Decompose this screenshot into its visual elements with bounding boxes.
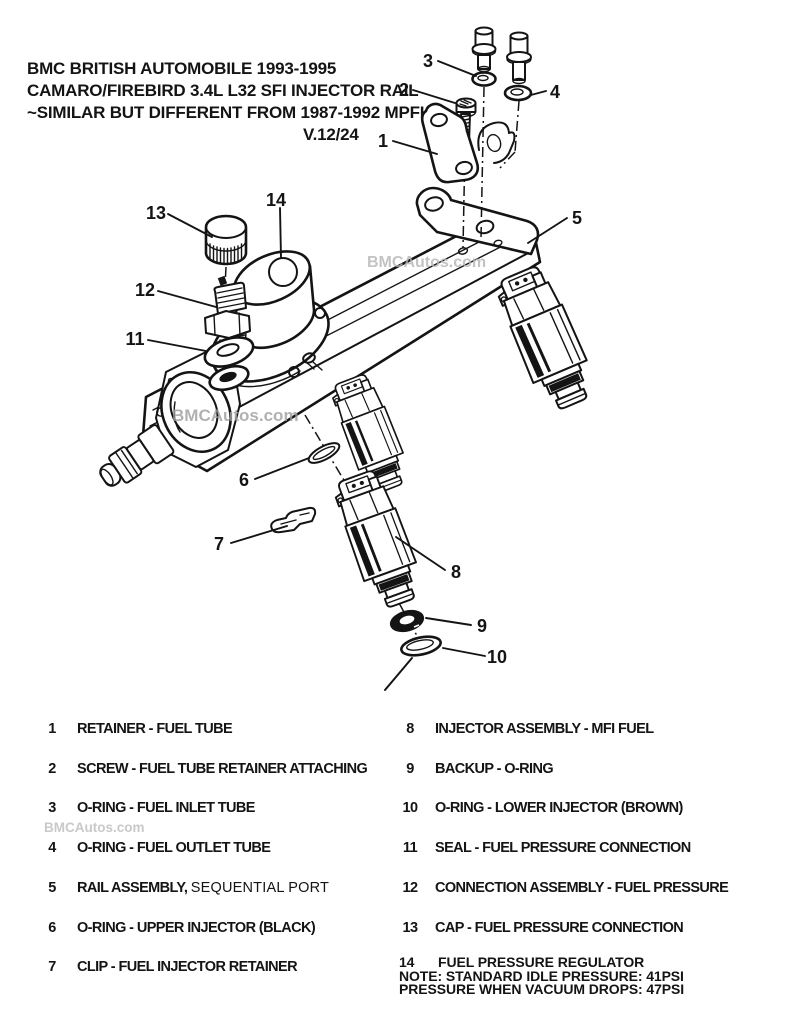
pressure-connection-cap: [204, 214, 248, 286]
fuel-tube-retainer: [420, 102, 480, 184]
part-label: CLIP - FUEL INJECTOR RETAINER: [77, 959, 298, 975]
callout-12: 12: [135, 280, 155, 300]
upper-injector-oring: [307, 442, 341, 464]
watermark-text: BMCAutos.com: [172, 406, 299, 425]
part-label: O-RING - FUEL OUTLET TUBE: [77, 840, 271, 856]
parts-list-item-14: 14 FUEL PRESSURE REGULATOR NOTE: STANDARD…: [399, 954, 685, 998]
title-line-2: CAMARO/FIREBIRD 3.4L L32 SFI INJECTOR RA…: [27, 81, 419, 100]
part-label: SEAL - FUEL PRESSURE CONNECTION: [435, 840, 691, 856]
part-number: 14: [399, 954, 415, 970]
callout-9: 9: [477, 616, 487, 636]
outlet-tube-oring: [503, 84, 533, 102]
callout-2: 2: [399, 80, 409, 100]
part-number: 8: [406, 721, 414, 737]
inlet-tube-oring: [471, 71, 497, 87]
part-label: INJECTOR ASSEMBLY - MFI FUEL: [435, 721, 654, 737]
part-number: 6: [48, 920, 56, 936]
callout-14: 14: [266, 190, 286, 210]
rail-regulator-port: [208, 364, 250, 392]
page-title: BMC BRITISH AUTOMOBILE 1993-1995 CAMARO/…: [27, 58, 434, 146]
part-14-note-1: NOTE: STANDARD IDLE PRESSURE: 41PSI: [399, 967, 684, 984]
part-label: O-RING - UPPER INJECTOR (BLACK): [77, 920, 316, 936]
fuel-pressure-connection: [204, 281, 251, 359]
callout-4: 4: [550, 82, 560, 102]
part-number: 7: [48, 959, 56, 975]
part-label: SCREW - FUEL TUBE RETAINER ATTACHING: [77, 761, 368, 777]
part-label: RAIL ASSEMBLY, SEQUENTIAL PORT: [77, 880, 330, 896]
part-label: O-RING - FUEL INLET TUBE: [77, 800, 255, 816]
part-number: 9: [406, 761, 414, 777]
mounted-injector-right: [490, 260, 602, 417]
part-label: O-RING - LOWER INJECTOR (BROWN): [435, 800, 683, 816]
part-label: BACKUP - O-RING: [435, 761, 554, 777]
callout-1: 1: [378, 131, 388, 151]
part-number: 13: [402, 920, 419, 936]
part-number: 11: [402, 840, 418, 856]
callout-3: 3: [423, 51, 433, 71]
part-number: 10: [402, 800, 419, 816]
watermark-text: BMCAutos.com: [44, 820, 145, 835]
title-line-3: ~SIMILAR BUT DIFFERENT FROM 1987-1992 MP…: [27, 103, 435, 122]
callout-5: 5: [572, 208, 582, 228]
part-number: 4: [48, 840, 56, 856]
backup-oring: [389, 609, 425, 633]
part-number: 12: [402, 880, 419, 896]
part-label: FUEL PRESSURE REGULATOR: [438, 954, 645, 970]
callout-6: 6: [239, 470, 249, 490]
pressure-connection-seal: [203, 336, 255, 368]
exploded-parts-diagram: 1 2 3 4 5 6 7 8 9 10 11 12 13 14 BMCAuto…: [99, 26, 602, 691]
part-14-line: 14 FUEL PRESSURE REGULATOR: [399, 954, 684, 970]
outlet-tube-hook-bracket: [477, 121, 516, 164]
part-label: CONNECTION ASSEMBLY - FUEL PRESSURE: [435, 880, 729, 896]
fuel-inlet-tube: [471, 26, 497, 73]
callout-7: 7: [214, 534, 224, 554]
part-label-secondary: SEQUENTIAL PORT: [190, 880, 330, 896]
callout-leader-lines: [147, 60, 568, 657]
fuel-outlet-tube: [506, 31, 532, 85]
callout-10: 10: [487, 647, 507, 667]
fuel-hose-fitting: [99, 424, 175, 487]
lower-injector-oring: [400, 635, 442, 657]
callout-13: 13: [146, 203, 166, 223]
injector-retainer-clip: [270, 506, 317, 534]
part-label: RETAINER - FUEL TUBE: [77, 721, 233, 737]
part-label: CAP - FUEL PRESSURE CONNECTION: [435, 920, 684, 936]
title-line-1: BMC BRITISH AUTOMOBILE 1993-1995: [27, 59, 337, 78]
callout-8: 8: [451, 562, 461, 582]
title-version: V.12/24: [303, 125, 359, 144]
part-number: 1: [48, 721, 56, 737]
part-number: 5: [48, 880, 56, 896]
watermark-text: BMCAutos.com: [367, 254, 486, 271]
part-14-note-2: PRESSURE WHEN VACUUM DROPS: 47PSI: [399, 981, 685, 998]
part-number: 2: [48, 761, 56, 777]
injector-assembly-exploded: [328, 465, 429, 614]
callout-11: 11: [125, 329, 144, 349]
part-number: 3: [48, 800, 56, 816]
